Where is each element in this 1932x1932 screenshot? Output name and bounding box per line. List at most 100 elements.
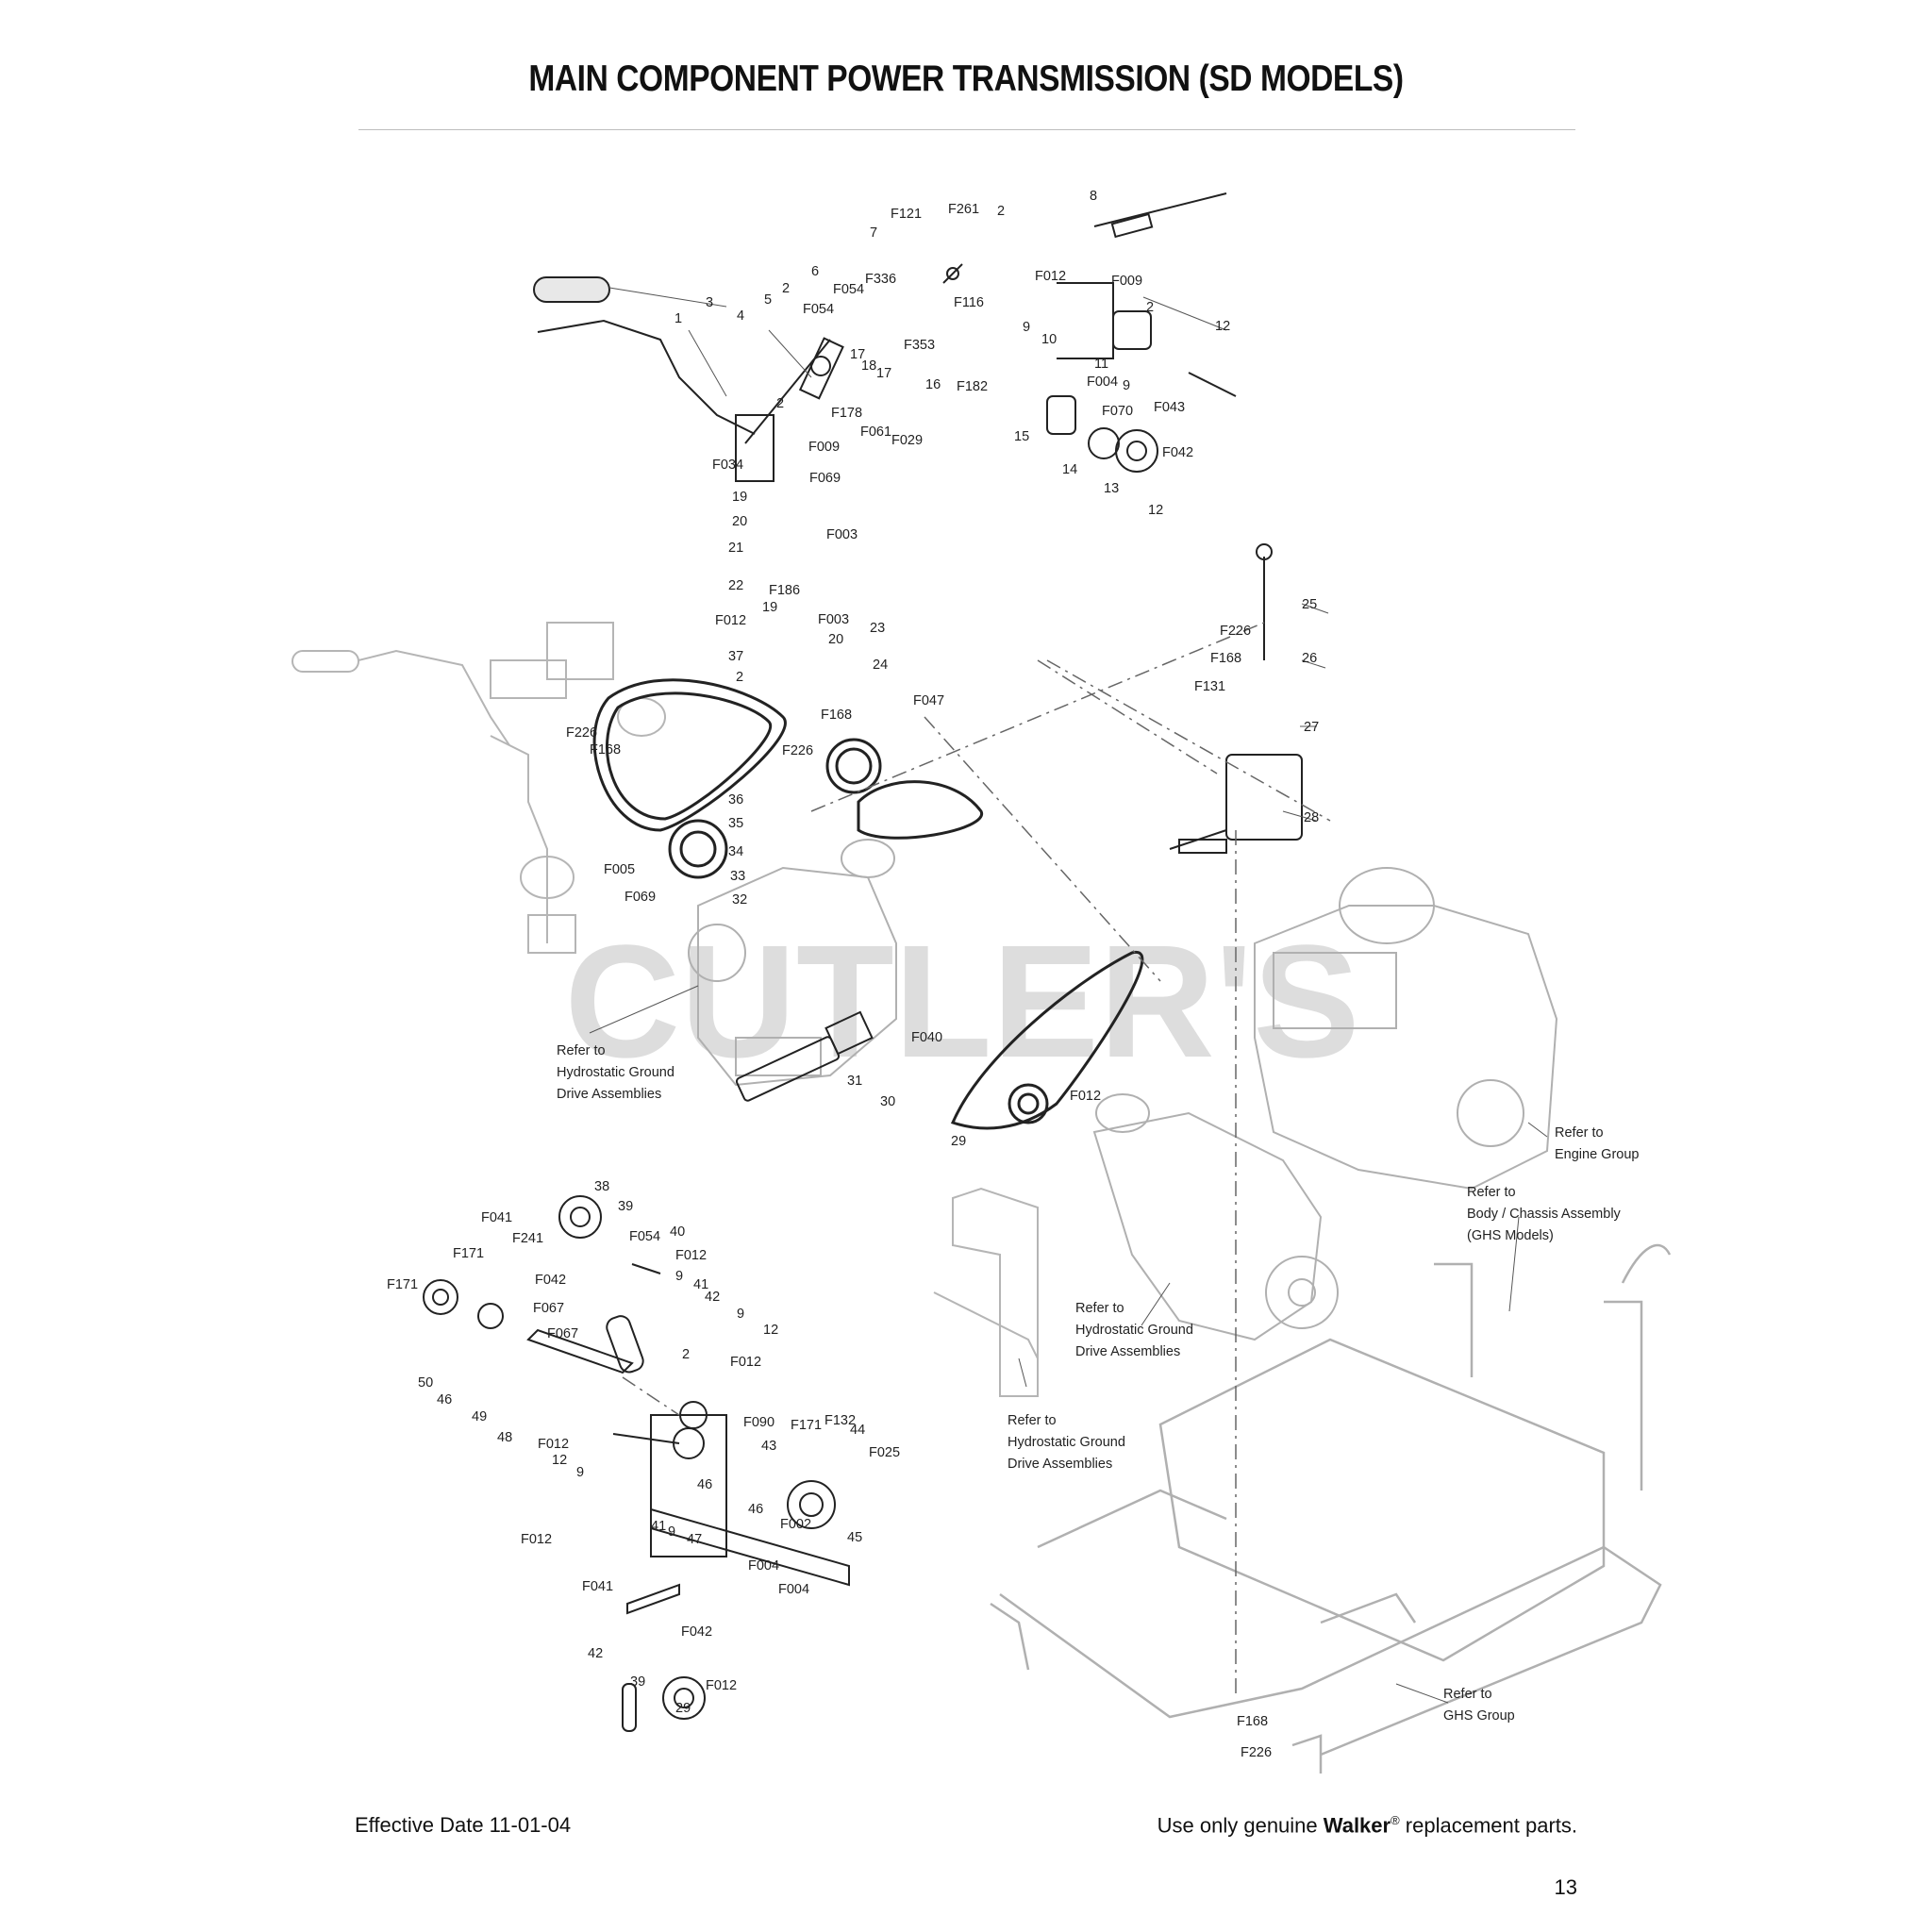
callout-label: 31	[847, 1074, 862, 1089]
callout-label: 4	[737, 308, 744, 324]
reference-notes: Refer to Hydrostatic Ground Drive Assemb…	[557, 1043, 1639, 1724]
callout-label: 34	[728, 844, 743, 859]
callout-label: 12	[763, 1323, 778, 1338]
callout-label: F226	[1241, 1745, 1272, 1760]
callout-label: 41	[693, 1277, 708, 1292]
ref-hydrostatic-3: Refer to Hydrostatic Ground Drive Assemb…	[1008, 1413, 1125, 1472]
callout-label: F067	[547, 1326, 578, 1341]
callout-label: 2	[776, 396, 784, 411]
watermark: CUTLER'S	[564, 912, 1359, 1091]
callouts-middle: 21 22 F186 19 F003 20 23 F012 37 2 24 F0…	[566, 541, 1319, 1149]
callout-label: F069	[625, 890, 656, 905]
callout-label: F003	[826, 527, 858, 542]
callout-label: 2	[782, 281, 790, 296]
callout-label: F168	[1210, 651, 1241, 666]
callout-label: F132	[824, 1413, 856, 1428]
callout-label: 12	[1215, 319, 1230, 334]
callout-label: 20	[828, 632, 843, 647]
callout-label: F004	[748, 1558, 779, 1574]
callout-label: F168	[1237, 1714, 1268, 1729]
effective-date: Effective Date 11-01-04	[355, 1813, 572, 1837]
ghost-brackets	[933, 1187, 1039, 1397]
callout-label: F261	[948, 202, 979, 217]
callout-label: 33	[730, 869, 745, 884]
callout-label: F012	[730, 1355, 761, 1370]
callout-label: F353	[904, 338, 935, 353]
callout-label: F171	[453, 1246, 484, 1261]
callout-label: 12	[1148, 503, 1163, 518]
callout-label: 29	[951, 1134, 966, 1149]
callout-label: 15	[1014, 429, 1029, 444]
svg-text:Refer to: Refer to	[557, 1043, 606, 1058]
callout-label: 12	[552, 1453, 567, 1468]
callout-label: F042	[535, 1273, 566, 1288]
callout-label: 39	[618, 1199, 633, 1214]
callout-label: 2	[1146, 300, 1154, 315]
svg-text:Drive Assemblies: Drive Assemblies	[1075, 1344, 1180, 1359]
svg-text:Engine Group: Engine Group	[1555, 1147, 1639, 1162]
callout-label: F012	[1035, 269, 1066, 284]
callout-label: 37	[728, 649, 743, 664]
ref-hydrostatic-2: Refer to Hydrostatic Ground Drive Assemb…	[1075, 1301, 1193, 1359]
callout-label: 9	[737, 1307, 744, 1322]
dash-leaders	[622, 622, 1331, 1698]
callout-label: F226	[1220, 624, 1251, 639]
callout-label: 8	[1090, 189, 1097, 204]
callout-label: F034	[712, 458, 743, 473]
callout-label: 38	[594, 1179, 609, 1194]
callout-label: F241	[512, 1231, 543, 1246]
callout-label: F061	[860, 425, 891, 440]
callout-label: 41	[651, 1519, 666, 1534]
callout-label: F043	[1154, 400, 1185, 415]
callout-label: F121	[891, 207, 922, 222]
genuine-parts-note: Use only genuine Walker® replacement par…	[1158, 1813, 1577, 1838]
callout-label: 7	[870, 225, 877, 241]
callout-label: 25	[1302, 597, 1317, 612]
callout-label: 32	[732, 892, 747, 908]
svg-text:Hydrostatic Ground: Hydrostatic Ground	[1075, 1323, 1193, 1338]
callout-label: F009	[1111, 274, 1142, 289]
svg-text:Refer to: Refer to	[1075, 1301, 1124, 1316]
callout-label: F041	[481, 1210, 512, 1225]
callout-label: 2	[682, 1347, 690, 1362]
callout-label: F168	[821, 708, 852, 723]
ghost-transmission-right	[1092, 1093, 1339, 1341]
callout-label: 42	[588, 1646, 603, 1661]
callout-label: 17	[876, 366, 891, 381]
main-control-handle	[533, 276, 844, 482]
callout-label: 50	[418, 1375, 433, 1391]
lower-belt-30	[950, 951, 1144, 1130]
page-number: 13	[1554, 1875, 1577, 1899]
svg-text:Drive Assemblies: Drive Assemblies	[1008, 1457, 1112, 1472]
callout-label: F012	[715, 613, 746, 628]
callout-label: F178	[831, 406, 862, 421]
callout-label: 9	[1123, 378, 1130, 393]
upper-linkage	[942, 192, 1237, 473]
svg-text:Hydrostatic Ground: Hydrostatic Ground	[1008, 1435, 1125, 1450]
callout-label: F090	[743, 1415, 774, 1430]
callout-label: 46	[748, 1502, 763, 1517]
callout-label: 49	[472, 1409, 487, 1424]
callout-label: 6	[811, 264, 819, 279]
callout-label: F012	[1070, 1089, 1101, 1104]
callout-label: 23	[870, 621, 885, 636]
genuine-prefix: Use only genuine	[1157, 1813, 1324, 1838]
callout-label: 18	[861, 358, 876, 374]
callout-label: 5	[764, 292, 772, 308]
callout-label: F116	[954, 295, 984, 310]
callout-label: 19	[732, 490, 747, 505]
drive-shaft-31	[735, 1010, 874, 1102]
callout-label: 46	[697, 1477, 712, 1492]
callout-label: F029	[891, 433, 923, 448]
callouts-lower: 38 39 F041 F241 F054 40 F171 F012 F042 9…	[387, 1179, 1272, 1760]
svg-text:(GHS Models): (GHS Models)	[1467, 1228, 1554, 1243]
callout-label: 24	[873, 658, 888, 673]
callout-label: 47	[687, 1532, 702, 1547]
title-divider	[358, 129, 1575, 130]
callout-label: 26	[1302, 651, 1317, 666]
callout-label: 40	[670, 1224, 685, 1240]
callout-label: F002	[780, 1517, 811, 1532]
callout-label: 10	[1041, 332, 1057, 347]
callout-label: 9	[668, 1524, 675, 1540]
callout-label: F069	[809, 471, 841, 486]
